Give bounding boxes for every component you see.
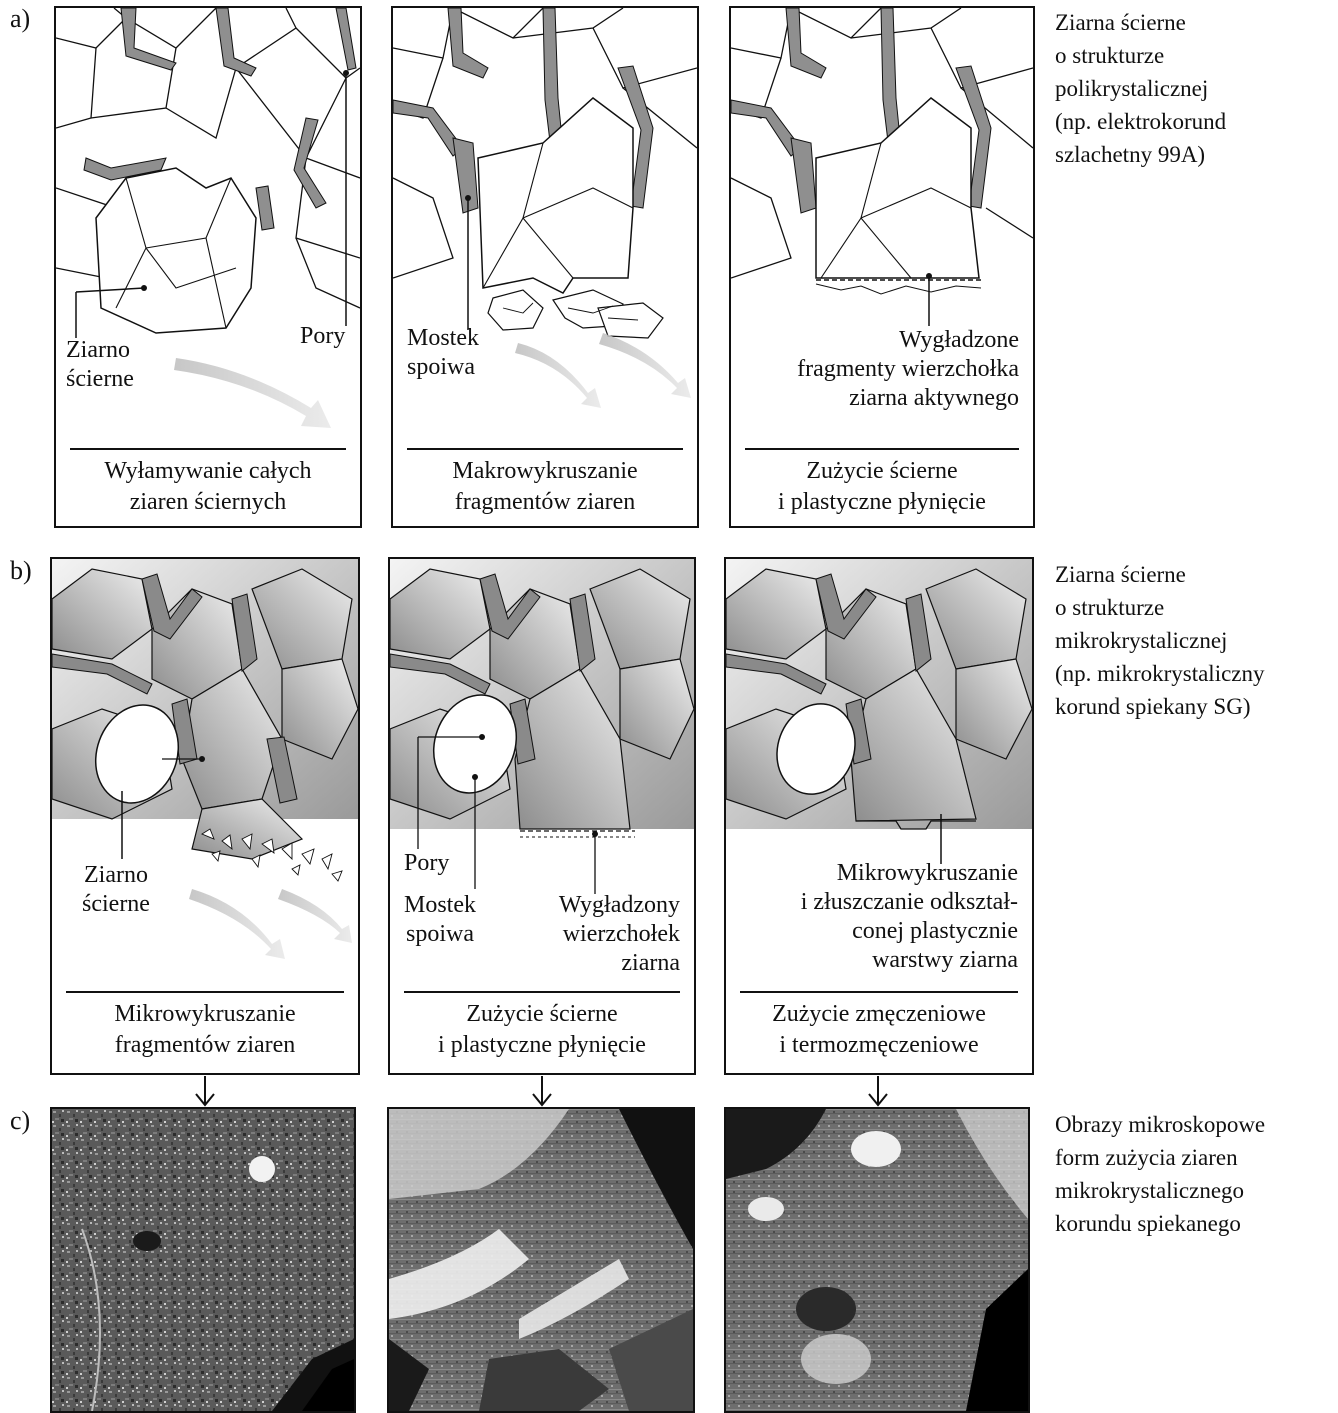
caption-divider — [740, 991, 1018, 993]
panel-a2: Mostek spoiwa Makrowykruszanie fragmentó… — [391, 6, 699, 528]
caption-divider — [66, 991, 344, 993]
label-ziarno-scierne-a: Ziarno ścierne — [66, 336, 134, 394]
caption-divider — [407, 448, 683, 450]
caption-divider — [404, 991, 680, 993]
label-pory-a: Pory — [300, 322, 345, 351]
micrograph-1 — [50, 1107, 356, 1413]
label-mostek-spoiwa-a: Mostek spoiwa — [407, 324, 479, 382]
down-arrow-icon — [193, 1076, 217, 1108]
caption-b1: Mikrowykruszanie fragmentów ziaren — [58, 999, 352, 1061]
label-mostek-spoiwa-b: Mostek spoiwa — [404, 891, 476, 949]
caption-divider — [745, 448, 1019, 450]
label-mikrowykruszanie: Mikrowykruszanie i złuszczanie odkształ-… — [732, 859, 1018, 975]
side-text-a: Ziarna ścierne o strukturze polikrystali… — [1055, 6, 1226, 171]
micrograph-2 — [387, 1107, 695, 1413]
row-label-c: c) — [10, 1106, 30, 1136]
caption-a1: Wyłamywanie całych ziaren ściernych — [62, 456, 354, 518]
label-ziarno-scierne-b: Ziarno ścierne — [82, 861, 150, 919]
down-arrow-icon — [530, 1076, 554, 1108]
caption-divider — [70, 448, 346, 450]
panel-a3: Wygładzone fragmenty wierzchołka ziarna … — [729, 6, 1035, 528]
panel-b2: Pory Mostek spoiwa Wygładzony wierzchołe… — [388, 557, 696, 1075]
row-label-b: b) — [10, 556, 32, 586]
down-arrow-icon — [866, 1076, 890, 1108]
panel-a1: Ziarno ścierne Pory Wyłamywanie całych z… — [54, 6, 362, 528]
side-text-c: Obrazy mikroskopowe form zużycia ziaren … — [1055, 1108, 1265, 1240]
panel-b1: Ziarno ścierne Mikrowykruszanie fragment… — [50, 557, 360, 1075]
label-wygladzony-wierzcholek: Wygładzony wierzchołek ziarna — [510, 891, 680, 978]
label-pory-b: Pory — [404, 849, 449, 878]
micrograph-3 — [724, 1107, 1030, 1413]
side-text-b: Ziarna ścierne o strukturze mikrokrystal… — [1055, 558, 1265, 723]
label-wygladzone-fragmenty: Wygładzone fragmenty wierzchołka ziarna … — [737, 326, 1019, 413]
row-label-a: a) — [10, 4, 30, 34]
caption-b3: Zużycie zmęczeniowe i termozmęczeniowe — [732, 999, 1026, 1061]
panel-b3: Mikrowykruszanie i złuszczanie odkształ-… — [724, 557, 1034, 1075]
caption-a3: Zużycie ścierne i plastyczne płynięcie — [737, 456, 1027, 518]
caption-a2: Makrowykruszanie fragmentów ziaren — [399, 456, 691, 518]
caption-b2: Zużycie ścierne i plastyczne płynięcie — [396, 999, 688, 1061]
